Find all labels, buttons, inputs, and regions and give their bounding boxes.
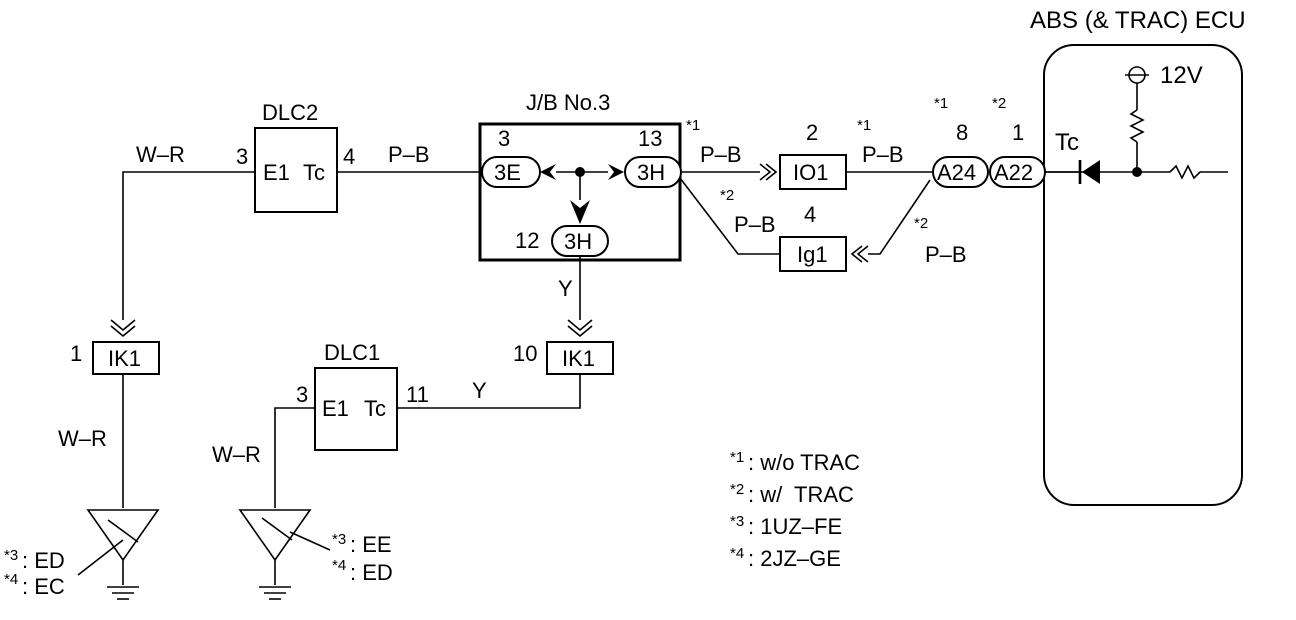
jb-arrow-icon	[608, 164, 624, 180]
dlc1-pin-left: 3	[296, 382, 308, 407]
wire-ig1-a22	[868, 179, 931, 255]
pb4-note: *2	[914, 215, 928, 232]
pb4-label: P–B	[925, 242, 967, 267]
ground-triangle-icon	[86, 509, 160, 562]
resistor-icon	[1169, 164, 1228, 180]
note-2-star: *2	[730, 481, 744, 498]
wire-jb-ig1	[679, 177, 780, 255]
diode-icon	[1082, 160, 1100, 184]
io1-name: IO1	[793, 160, 828, 185]
pb1-label: P–B	[700, 142, 742, 167]
ground-triangle-icon	[238, 509, 312, 562]
jb-c2-pin: 13	[638, 126, 662, 151]
wr-left-label: W–R	[58, 426, 107, 451]
ik1-arrow-icon	[110, 325, 136, 338]
a24-name: A24	[937, 160, 976, 185]
note-2-text: : w/ TRAC	[748, 482, 854, 507]
a24-pin: 8	[956, 120, 968, 145]
ig1-arrow-icon	[856, 245, 869, 263]
jb-c3-pin: 12	[515, 228, 539, 253]
note-1-text: : w/o TRAC	[748, 450, 860, 475]
dlc2-pin-right: 4	[343, 144, 355, 169]
dlc1-name: DLC1	[324, 340, 380, 365]
ik1-right-pin: 10	[513, 341, 537, 366]
pb2-label: P–B	[734, 212, 776, 237]
ik1-right-name: IK1	[562, 346, 595, 371]
dlc1-pin-right: 11	[406, 382, 429, 407]
dlc1-box	[314, 367, 398, 451]
jb-arrow-icon	[540, 164, 556, 180]
a22-pin: 1	[1012, 120, 1024, 145]
jb-3h-connector	[624, 156, 682, 188]
io1-pin: 2	[806, 120, 818, 145]
jb-c1-pin: 3	[498, 126, 510, 151]
ground-slash	[107, 519, 139, 543]
jb-c3-name: 3H	[564, 229, 592, 254]
note-3-text: : 1UZ–FE	[748, 514, 842, 539]
pb3-note: *1	[857, 117, 871, 134]
note-4-text: : 2JZ–GE	[748, 546, 841, 571]
dlc2-pin-left: 3	[236, 144, 248, 169]
pb2-note: *2	[720, 187, 734, 204]
pb-dlc2-label: P–B	[388, 142, 430, 167]
ik1-arrow-icon	[567, 319, 593, 332]
wr-top-label: W–R	[136, 142, 185, 167]
y-dlc1-label: Y	[472, 378, 487, 403]
gnd-left-l2: : EC	[22, 574, 65, 599]
gnd-left-l1: : ED	[22, 548, 65, 573]
note-4-star: *4	[730, 545, 744, 562]
a22-note: *2	[992, 95, 1006, 112]
notes-legend: *1 : w/o TRAC *2 : w/ TRAC *3 : 1UZ–FE *…	[730, 449, 860, 571]
y-jb-label: Y	[558, 276, 573, 301]
dlc2-e1: E1	[263, 160, 290, 185]
ig1-name: Ig1	[797, 242, 828, 267]
dlc2-tc: Tc	[303, 160, 325, 185]
resistor-icon	[1129, 109, 1145, 143]
ecu-title: ABS (& TRAC) ECU	[1030, 7, 1246, 34]
pb1-note: *1	[686, 117, 700, 134]
ecu-voltage: 12V	[1160, 62, 1203, 89]
gnd-right-l1: : EE	[350, 532, 392, 557]
dlc2-name: DLC2	[262, 100, 318, 125]
ik1-right-connector	[546, 341, 614, 375]
ecu-box	[1043, 44, 1243, 506]
ik1-left-name: IK1	[108, 346, 141, 371]
ecu-tc: Tc	[1055, 129, 1079, 156]
wire-dlc2-ik1	[122, 171, 255, 320]
gnd-right-l1-star: *3	[332, 531, 346, 548]
pb3-label: P–B	[862, 142, 904, 167]
gnd-right-l2: : ED	[350, 560, 393, 585]
ig1-pin: 4	[804, 202, 816, 227]
a24-note: *1	[934, 95, 948, 112]
dlc1-tc: Tc	[364, 396, 386, 421]
gnd-left-l1-star: *3	[4, 547, 18, 564]
io1-connector	[779, 154, 847, 190]
wire-dlc1-ground	[274, 407, 315, 508]
ground-slash	[261, 517, 293, 541]
a22-name: A22	[994, 160, 1033, 185]
wire-ik1-dlc1	[392, 374, 581, 409]
io1-arrow-icon	[759, 163, 772, 181]
dlc2-box	[254, 127, 338, 213]
wr-dlc1-label: W–R	[212, 442, 261, 467]
ground-leader	[289, 531, 331, 551]
jb-c1-name: 3E	[494, 160, 521, 185]
ik1-left-connector	[92, 341, 160, 375]
gnd-right-l2-star: *4	[332, 557, 346, 574]
jb-c2-name: 3H	[637, 160, 665, 185]
ik1-arrow-icon	[110, 319, 136, 332]
ik1-left-pin: 1	[70, 341, 82, 366]
ik1-arrow-icon	[567, 325, 593, 338]
dlc1-e1: E1	[322, 396, 349, 421]
jb-name: J/B No.3	[526, 90, 610, 115]
gnd-left-l2-star: *4	[4, 571, 18, 588]
ig1-arrow-icon	[850, 245, 863, 263]
ground-leader	[77, 539, 124, 576]
note-3-star: *3	[730, 513, 744, 530]
jb-arrow-icon	[570, 200, 590, 224]
note-1-star: *1	[730, 449, 744, 466]
io1-arrow-icon	[765, 163, 778, 181]
